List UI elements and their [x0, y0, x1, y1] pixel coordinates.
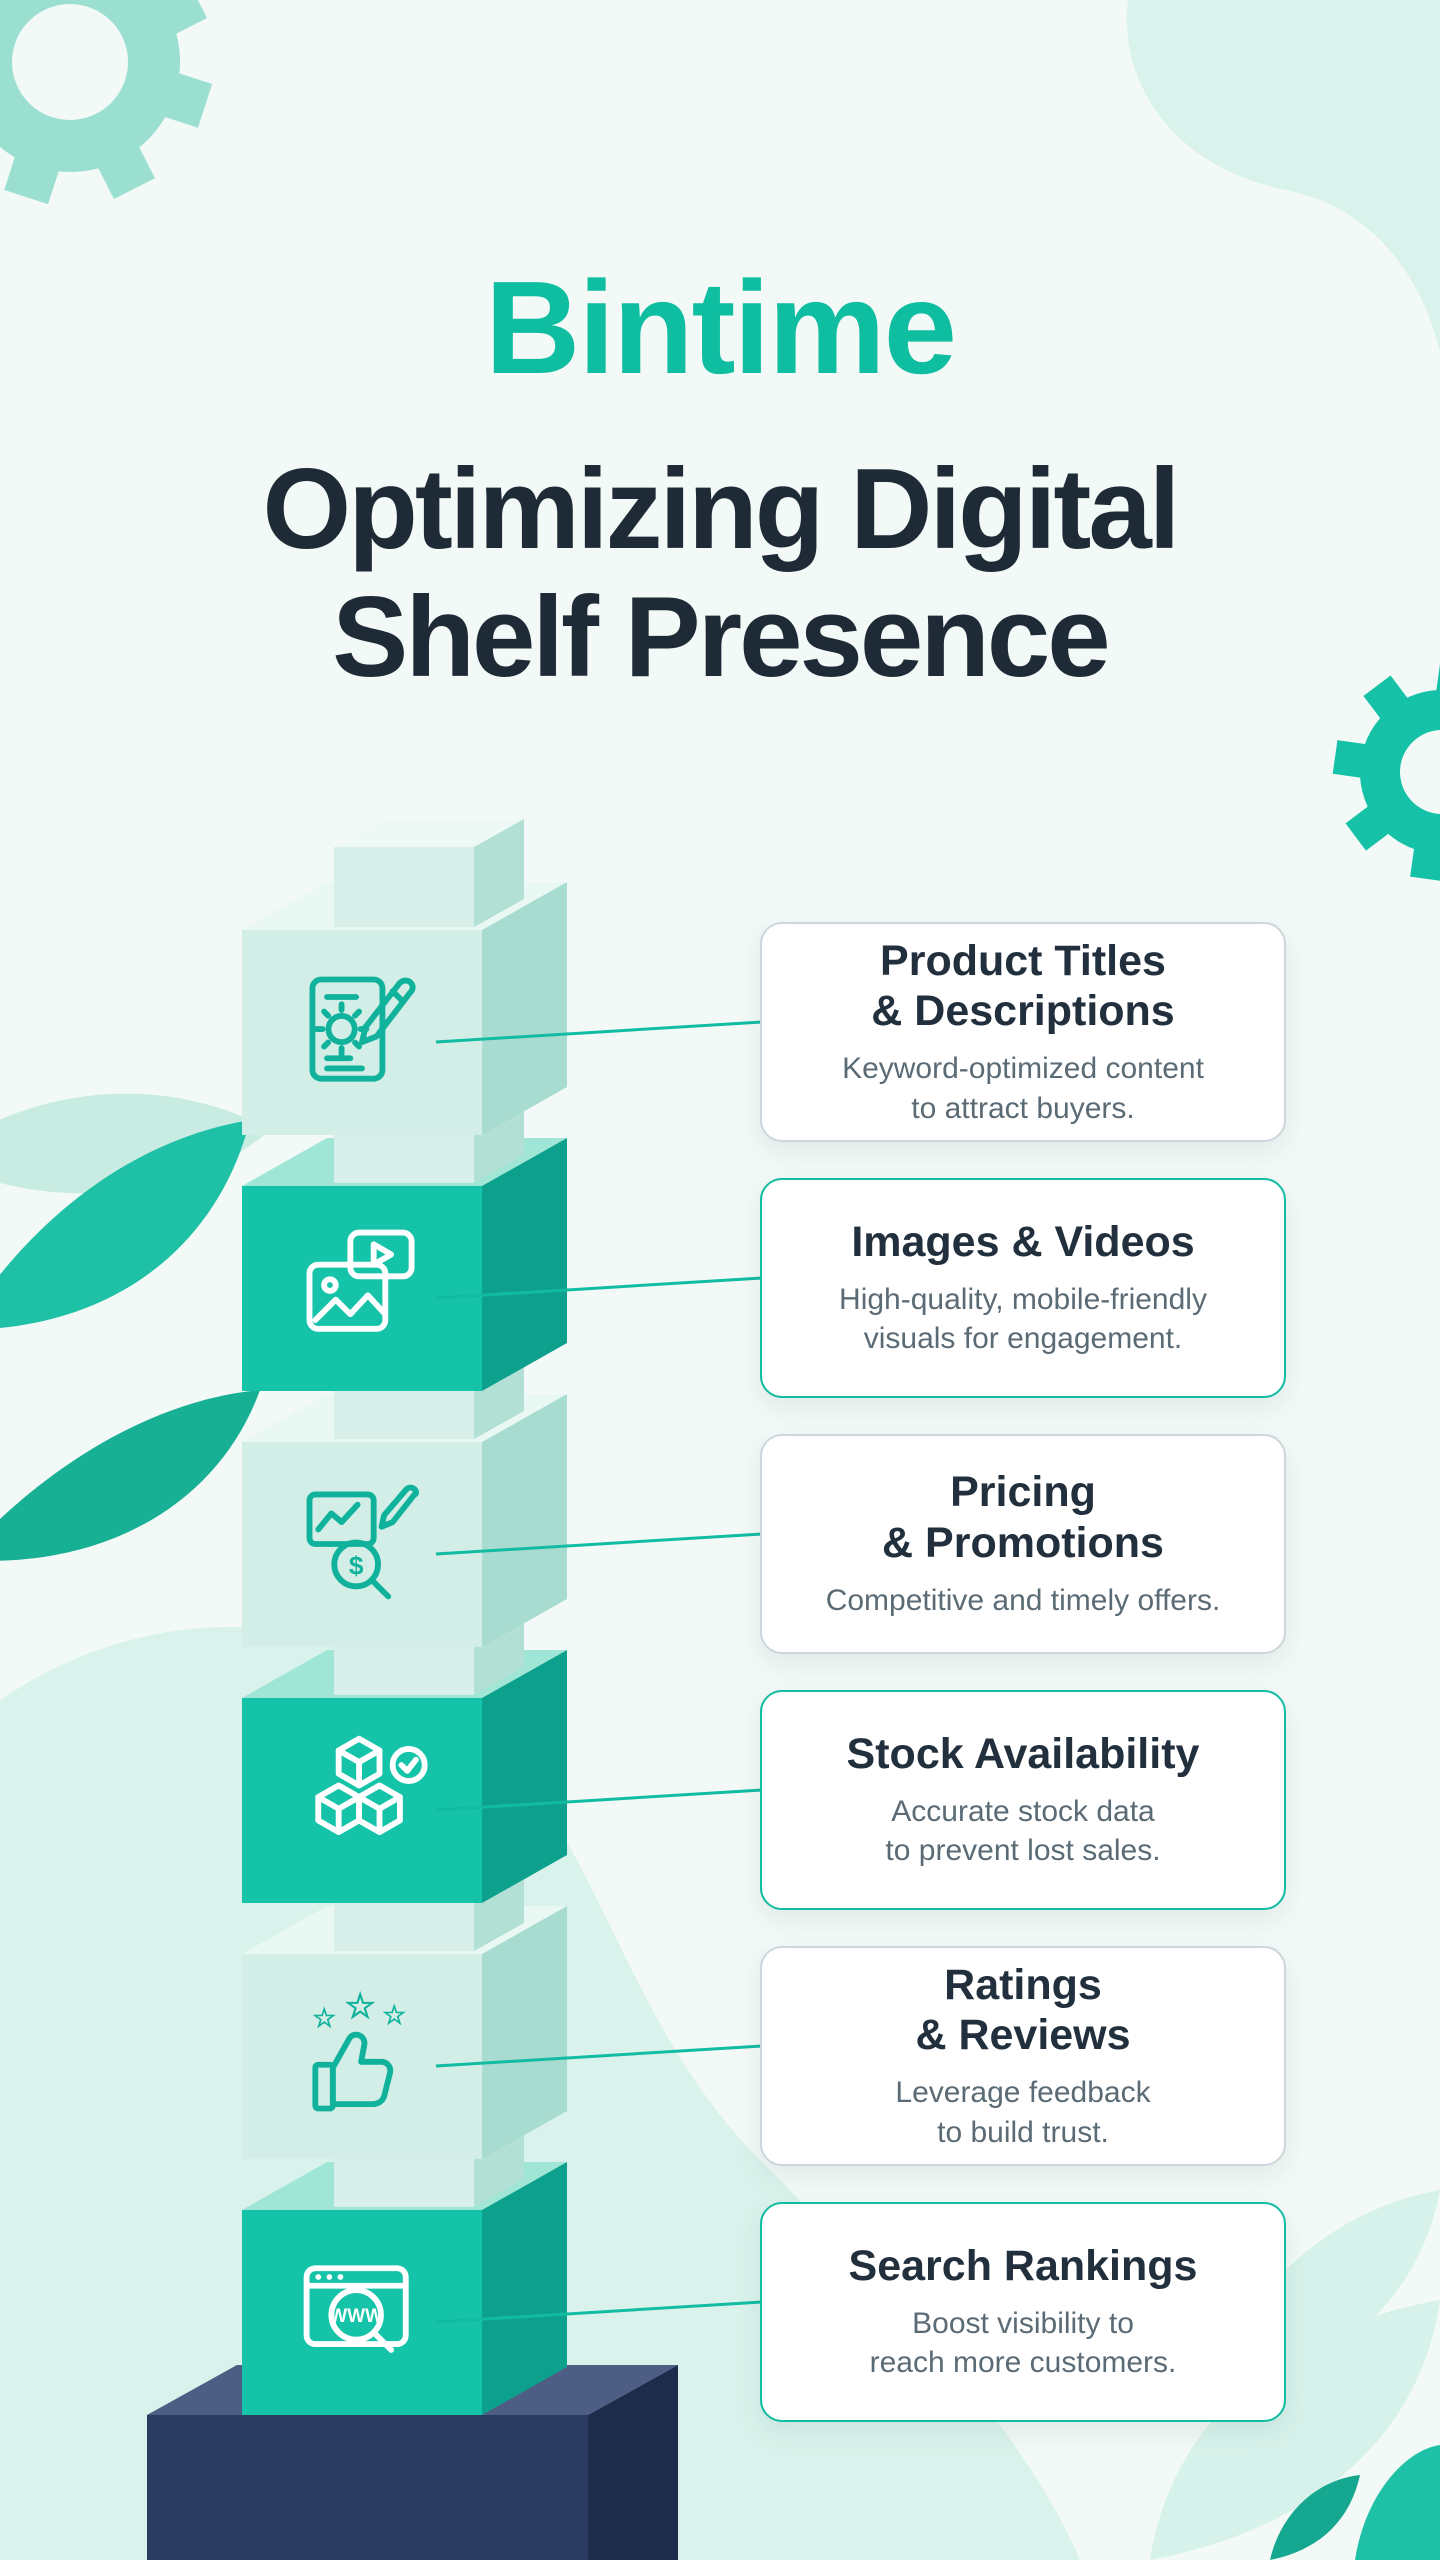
bintime-logo: Bintime [484, 254, 957, 401]
leaf-decoration [0, 1120, 250, 1328]
leaf-decoration [1355, 2445, 1440, 2560]
thumbs-up-stars-icon: ☆ ☆ ☆ [292, 1986, 432, 2126]
leaf-decoration [1150, 2300, 1440, 2560]
chart-magnifier-icon: $ [292, 1474, 432, 1614]
card-description: Boost visibility to reach more customers… [869, 2306, 1177, 2380]
gear-icon [1332, 662, 1440, 882]
info-card-stock-availability: Stock Availability Accurate stock data t… [760, 1690, 1286, 1910]
card-title: Product Titles & Descriptions [871, 936, 1175, 1036]
star-glyph: ☆ [382, 2000, 406, 2030]
card-title: Images & Videos [851, 1218, 1195, 1267]
star-glyph: ☆ [312, 2003, 336, 2033]
info-card-ratings-reviews: Ratings & Reviews Leverage feedback to b… [760, 1946, 1286, 2166]
info-card-pricing-promotions: Pricing & Promotions Competitive and tim… [760, 1434, 1286, 1654]
block-connector [334, 819, 524, 927]
card-description: Accurate stock data to prevent lost sale… [885, 1794, 1161, 1868]
star-glyph: ☆ [345, 1987, 376, 2026]
gear-icon [0, 0, 213, 205]
block-tower [147, 819, 678, 2560]
leaf-decoration [0, 1390, 260, 1561]
page-title: Optimizing Digital Shelf Presence [262, 446, 1181, 701]
card-title: Pricing & Promotions [882, 1468, 1164, 1568]
browser-search-icon: WWW [292, 2242, 432, 2382]
card-title: Search Rankings [848, 2242, 1198, 2291]
dollar-glyph: $ [349, 1551, 364, 1581]
card-title: Stock Availability [846, 1730, 1200, 1779]
leaf-decoration [1270, 2475, 1360, 2560]
image-video-icon [292, 1218, 432, 1358]
boxes-check-icon [292, 1730, 432, 1870]
card-description: Leverage feedback to build trust. [895, 2076, 1151, 2149]
info-card-product-titles: Product Titles & Descriptions Keyword-op… [760, 922, 1286, 1142]
www-glyph: WWW [329, 2306, 383, 2327]
info-card-search-rankings: Search Rankings Boost visibility to reac… [760, 2202, 1286, 2422]
document-gear-pencil-icon [292, 962, 432, 1102]
card-description: Keyword-optimized content to attract buy… [842, 1052, 1204, 1125]
card-title: Ratings & Reviews [915, 1960, 1131, 2060]
blob-decoration [1126, 0, 1440, 352]
card-description: High-quality, mobile-friendly visuals fo… [839, 1282, 1207, 1356]
info-card-images-videos: Images & Videos High-quality, mobile-fri… [760, 1178, 1286, 1398]
card-description: Competitive and timely offers. [825, 1583, 1221, 1617]
